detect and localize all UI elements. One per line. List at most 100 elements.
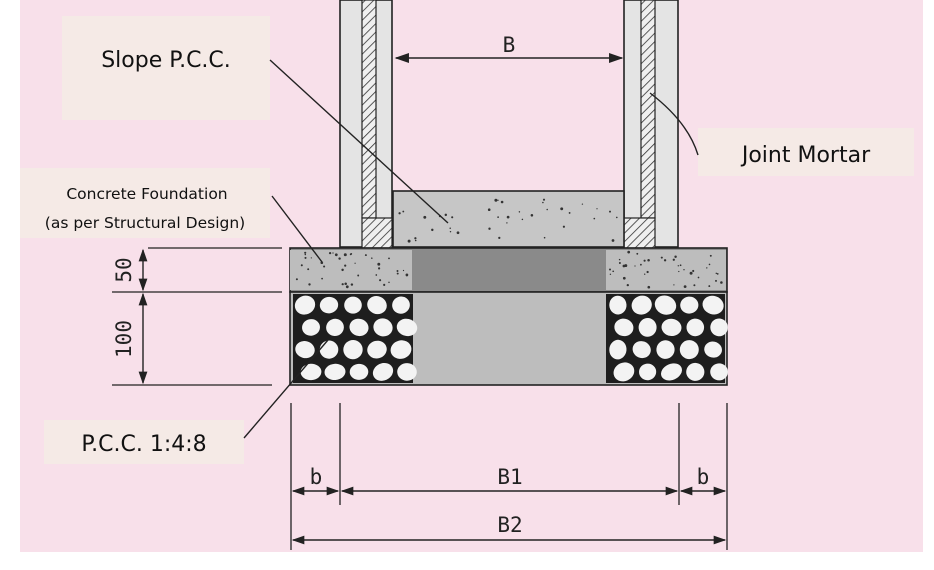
label-concrete-foundation-line1: Concrete Foundation <box>66 185 227 203</box>
aggregate-speck <box>581 203 584 205</box>
aggregate-speck <box>624 264 628 268</box>
dim-label-b-right: b <box>697 465 710 489</box>
aggregate-speck <box>500 200 504 204</box>
aggregate-speck <box>341 283 344 286</box>
aggregate-speck <box>377 262 381 266</box>
aggregate-speck <box>542 198 546 201</box>
rubble-stone <box>704 341 722 358</box>
rubble-stone <box>639 363 657 381</box>
aggregate-speck <box>720 281 723 284</box>
rubble-stone <box>324 363 346 381</box>
aggregate-speck <box>679 264 682 267</box>
aggregate-speck <box>449 227 451 230</box>
aggregate-speck <box>708 263 711 266</box>
aggregate-speck <box>612 270 615 273</box>
aggregate-speck <box>644 273 646 275</box>
rubble-stone <box>632 341 651 359</box>
aggregate-speck <box>640 263 642 266</box>
rubble-stone <box>710 363 728 381</box>
aggregate-speck <box>423 215 427 219</box>
right-wall <box>623 0 679 249</box>
aggregate-speck <box>451 216 454 219</box>
aggregate-speck <box>304 251 307 254</box>
label-pcc-148-text: P.C.C. 1:4:8 <box>81 432 206 457</box>
aggregate-speck <box>406 274 408 277</box>
aggregate-speck <box>706 267 708 269</box>
aggregate-speck <box>673 284 675 286</box>
aggregate-speck <box>344 264 347 267</box>
horizontal-dimensions: b B1 b B2 <box>290 403 728 550</box>
aggregate-speck <box>354 262 356 264</box>
aggregate-speck <box>304 256 307 259</box>
aggregate-speck <box>295 278 298 281</box>
slope-pcc-block <box>392 190 625 248</box>
dim-label-b-left: b <box>310 465 323 489</box>
aggregate-speck <box>497 199 499 201</box>
aggregate-speck <box>379 279 382 282</box>
aggregate-speck <box>444 213 448 217</box>
aggregate-speck <box>643 259 646 262</box>
aggregate-speck <box>647 285 651 289</box>
aggregate-speck <box>647 259 650 262</box>
aggregate-speck <box>334 253 338 257</box>
aggregate-speck <box>344 282 347 286</box>
rubble-stone <box>679 340 699 360</box>
aggregate-speck <box>646 270 649 274</box>
rubble-stone <box>349 318 369 337</box>
aggregate-speck <box>715 272 718 275</box>
aggregate-speck <box>320 261 324 265</box>
aggregate-speck <box>321 277 323 280</box>
aggregate-speck <box>414 237 417 240</box>
rubble-stone <box>396 318 418 337</box>
label-joint-mortar: Joint Mortar <box>649 92 914 176</box>
aggregate-speck <box>693 284 696 287</box>
aggregate-speck <box>506 215 510 219</box>
label-joint-mortar-text: Joint Mortar <box>740 143 871 168</box>
aggregate-speck <box>402 269 405 272</box>
aggregate-speck <box>338 257 341 260</box>
rubble-stone <box>686 362 705 381</box>
rubble-stone <box>613 362 635 382</box>
label-slope-pcc-text: Slope P.C.C. <box>101 48 231 73</box>
aggregate-speck <box>402 210 405 213</box>
aggregate-speck <box>609 273 612 275</box>
rubble-stone <box>295 341 315 359</box>
aggregate-speck <box>498 236 501 240</box>
label-pcc-148: P.C.C. 1:4:8 <box>44 339 329 464</box>
rubble-stone <box>344 296 362 314</box>
rubble-stone <box>367 296 387 315</box>
aggregate-speck <box>414 239 417 242</box>
rubble-stone <box>614 318 634 337</box>
aggregate-speck <box>562 225 566 228</box>
rubble-stone <box>680 296 699 314</box>
aggregate-speck <box>345 285 349 289</box>
label-slope-pcc: Slope P.C.C. <box>62 16 449 224</box>
aggregate-speck <box>608 268 612 271</box>
dimension-B: B <box>394 33 624 64</box>
aggregate-speck <box>357 274 360 277</box>
rubble-stone <box>392 296 410 314</box>
aggregate-speck <box>593 217 596 220</box>
rubble-stone <box>702 295 724 315</box>
rubble-stone <box>609 339 627 360</box>
aggregate-speck <box>697 276 700 279</box>
aggregate-speck <box>689 271 693 275</box>
aggregate-speck <box>488 227 491 230</box>
rubble-stone <box>631 295 652 315</box>
aggregate-speck <box>388 281 390 284</box>
aggregate-speck <box>568 211 571 214</box>
aggregate-speck <box>560 207 564 211</box>
rubble-stone <box>710 318 728 337</box>
rubble-stone <box>661 363 682 381</box>
aggregate-speck <box>494 198 498 202</box>
aggregate-speck <box>328 251 332 255</box>
aggregate-speck <box>518 211 521 213</box>
aggregate-speck <box>323 265 326 268</box>
aggregate-speck <box>378 267 381 270</box>
rubble-stone <box>390 340 412 359</box>
rubble-stone <box>373 318 393 337</box>
rubble-stone <box>326 318 344 337</box>
aggregate-speck <box>615 216 618 219</box>
rubble-stone <box>343 339 363 360</box>
